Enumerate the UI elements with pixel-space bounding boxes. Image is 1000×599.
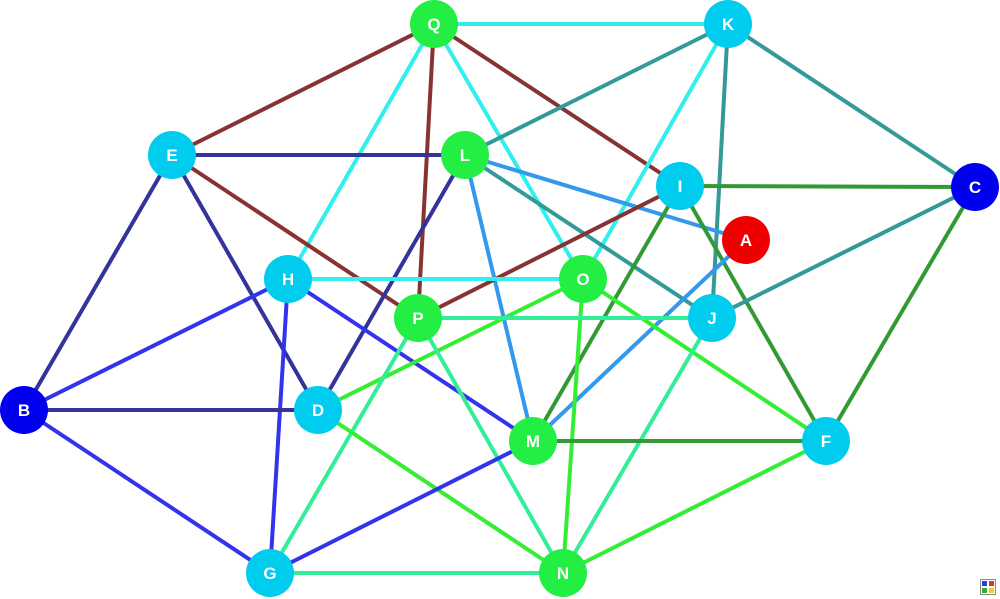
edge-l-a — [463, 153, 748, 242]
edge-p-g — [268, 316, 420, 575]
edge-k-j — [710, 22, 730, 320]
node-circle — [394, 294, 442, 342]
node-n[interactable]: N — [539, 549, 587, 597]
node-label: D — [312, 401, 324, 420]
edge-m-g — [268, 439, 535, 575]
node-circle — [148, 131, 196, 179]
node-label: A — [740, 231, 752, 250]
node-e[interactable]: E — [148, 131, 196, 179]
edge-f-n — [561, 439, 828, 575]
node-label: C — [969, 178, 981, 197]
node-l[interactable]: L — [441, 131, 489, 179]
edge-h-b — [22, 277, 290, 412]
node-circle — [294, 386, 342, 434]
edge-q-o — [432, 22, 585, 281]
node-label: F — [821, 432, 831, 451]
edge-i-p — [416, 184, 682, 320]
edge-p-n — [416, 316, 565, 575]
edge-o-f — [581, 277, 828, 443]
node-circle — [509, 417, 557, 465]
edge-i-f — [678, 184, 828, 443]
edge-a-m — [531, 238, 748, 443]
node-circle — [0, 386, 48, 434]
edge-q-i — [432, 22, 682, 188]
edge-k-l — [463, 22, 730, 157]
edge-q-h — [286, 22, 436, 281]
node-circle — [441, 131, 489, 179]
edge-d-n — [316, 408, 565, 575]
edge-l-j — [463, 153, 714, 320]
edge-o-n — [561, 277, 585, 575]
edge-l-d — [316, 153, 467, 412]
edge-j-n — [561, 316, 714, 575]
node-q[interactable]: Q — [410, 0, 458, 48]
edge-k-c — [726, 22, 977, 189]
node-label: P — [412, 309, 423, 328]
node-circle — [264, 255, 312, 303]
edge-h-g — [268, 277, 290, 575]
node-circle — [539, 549, 587, 597]
edge-i-m — [531, 184, 682, 443]
node-o[interactable]: O — [559, 255, 607, 303]
node-c[interactable]: C — [951, 163, 999, 211]
edge-c-j — [710, 185, 977, 320]
node-p[interactable]: P — [394, 294, 442, 342]
node-k[interactable]: K — [704, 0, 752, 48]
edge-q-e — [170, 22, 436, 157]
node-circle — [246, 549, 294, 597]
watermark-logo-icon — [980, 579, 996, 595]
edge-q-p — [416, 22, 436, 320]
edge-h-m — [286, 277, 535, 443]
node-circle — [722, 216, 770, 264]
node-label: K — [722, 15, 735, 34]
node-label: J — [707, 309, 716, 328]
node-label: M — [526, 432, 540, 451]
edge-e-p — [170, 153, 420, 320]
node-label: G — [263, 564, 276, 583]
edge-e-d — [170, 153, 320, 412]
node-circle — [410, 0, 458, 48]
node-label: I — [678, 177, 683, 196]
node-d[interactable]: D — [294, 386, 342, 434]
node-circle — [951, 163, 999, 211]
node-label: H — [282, 270, 294, 289]
edge-c-f — [824, 185, 977, 443]
edge-l-m — [463, 153, 535, 443]
node-label: E — [166, 146, 177, 165]
node-circle — [688, 294, 736, 342]
node-label: L — [460, 146, 470, 165]
edge-e-b — [22, 153, 174, 412]
node-circle — [704, 0, 752, 48]
node-f[interactable]: F — [802, 417, 850, 465]
node-circle — [802, 417, 850, 465]
node-i[interactable]: I — [656, 162, 704, 210]
node-circle — [656, 162, 704, 210]
node-j[interactable]: J — [688, 294, 736, 342]
node-a[interactable]: A — [722, 216, 770, 264]
edge-b-g — [22, 408, 272, 575]
node-label: Q — [427, 15, 440, 34]
node-label: N — [557, 564, 569, 583]
edges-layer — [22, 22, 977, 575]
node-g[interactable]: G — [246, 549, 294, 597]
node-m[interactable]: M — [509, 417, 557, 465]
node-b[interactable]: B — [0, 386, 48, 434]
edge-o-d — [316, 277, 585, 412]
edge-k-o — [581, 22, 730, 281]
node-circle — [559, 255, 607, 303]
edge-i-c — [678, 184, 977, 189]
node-label: O — [576, 270, 589, 289]
node-h[interactable]: H — [264, 255, 312, 303]
node-label: B — [18, 401, 30, 420]
